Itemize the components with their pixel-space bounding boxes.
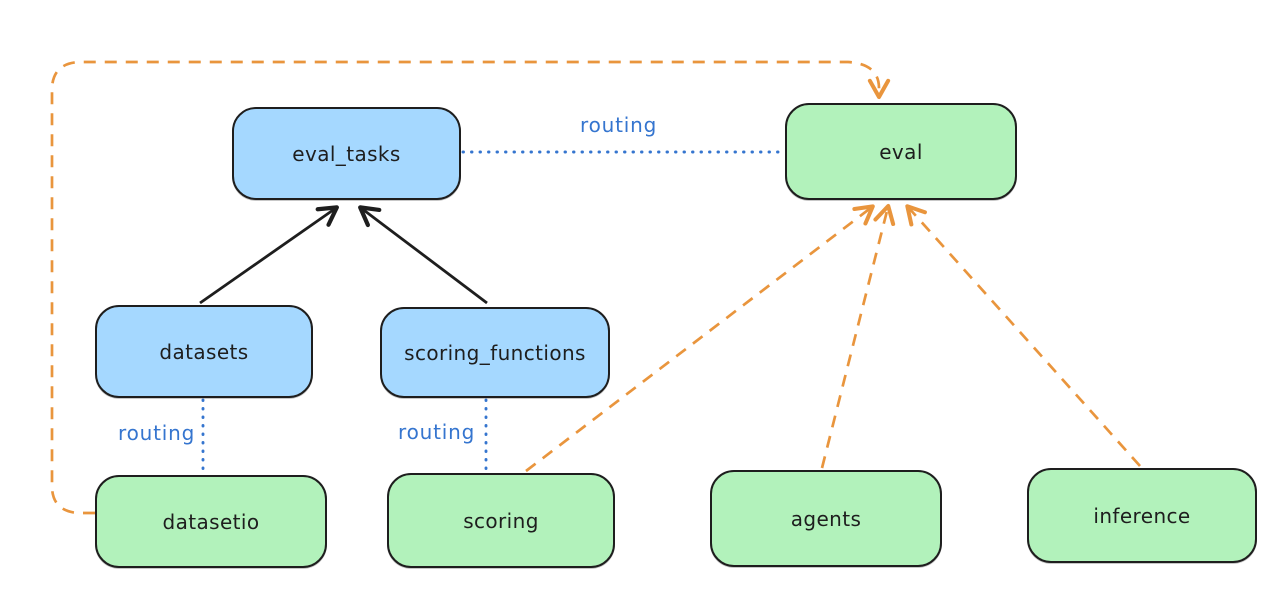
node-agents: agents: [710, 470, 942, 567]
node-label: datasets: [159, 339, 249, 364]
node-inference: inference: [1027, 468, 1257, 563]
node-label: inference: [1093, 503, 1191, 528]
edge-datasets-to-eval-tasks: [199, 205, 339, 305]
node-label: scoring: [463, 508, 539, 533]
edge-scoring-functions-to-eval-tasks: [358, 205, 488, 305]
routing-label-eval-tasks-eval: routing: [580, 113, 658, 137]
node-label: scoring_functions: [404, 340, 586, 365]
node-scoring: scoring: [387, 473, 615, 568]
node-label: datasetio: [162, 509, 260, 534]
routing-label-scoring-functions-scoring: routing: [398, 420, 476, 444]
edge-agents-to-eval: [820, 203, 896, 469]
node-datasetio: datasetio: [95, 475, 327, 568]
node-label: eval_tasks: [292, 141, 401, 166]
routing-label-datasets-datasetio: routing: [118, 421, 196, 445]
node-label: eval: [879, 139, 923, 164]
node-eval: eval: [785, 103, 1017, 200]
node-eval-tasks: eval_tasks: [232, 107, 461, 200]
edge-inference-to-eval: [905, 204, 1142, 467]
node-scoring-functions: scoring_functions: [380, 307, 610, 398]
edge-scoring-to-eval: [525, 204, 875, 473]
node-label: agents: [790, 506, 862, 531]
node-datasets: datasets: [95, 305, 313, 398]
